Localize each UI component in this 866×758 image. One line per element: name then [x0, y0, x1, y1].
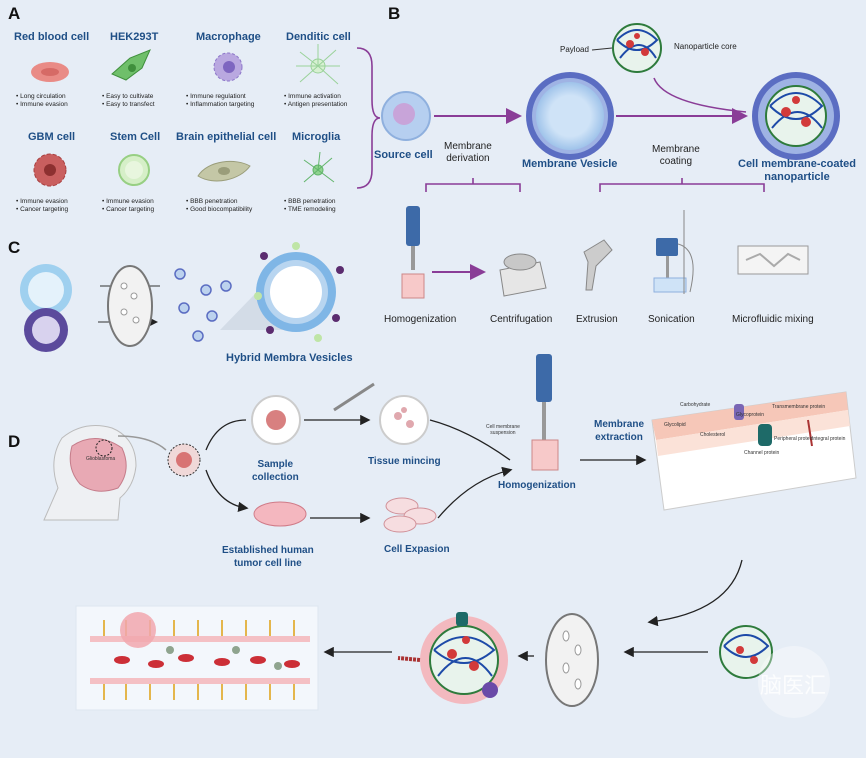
cell-points-dendritic: Immune activationAntigen presentation	[284, 93, 348, 109]
panel-label-a: A	[8, 4, 21, 23]
extruder-icon	[583, 239, 613, 291]
label-peripheral: Peripheral protein	[774, 436, 814, 442]
gbm-cell-icon	[33, 153, 67, 187]
label-glycoprotein: Glycoprotein	[736, 412, 765, 418]
microfluidic-icon	[737, 245, 809, 275]
panel-label-d: D	[8, 432, 21, 451]
cell-title-stem: Stem Cell	[110, 131, 161, 143]
hybrid-vesicles-label: Hybrid Membra Vesicles	[226, 352, 353, 364]
membrane-vesicle-label: Membrane Vesicle	[522, 158, 618, 170]
cell-title-rbc: Red blood cell	[14, 31, 90, 43]
coated-np-d-icon	[719, 625, 773, 679]
cell-points-gbm: Immune evasionCancer targeting	[16, 198, 68, 214]
centrifuge-icon	[499, 253, 547, 297]
sample-dish-icon	[251, 395, 301, 445]
cell-points-brain-epithelial: BBB penetrationGood biocompatibility	[186, 198, 252, 214]
cell-title-brain-epithelial: Brain epithelial cell	[176, 131, 277, 143]
cell-points-macrophage: Immune regulationtInflammation targeting	[186, 93, 254, 109]
cell-points-rbc: Long circulationImmune evasion	[16, 93, 68, 109]
bbb-vessel-icon	[75, 605, 319, 711]
membrane-patch-icon	[651, 391, 857, 511]
final-nanoparticle-icon	[397, 612, 508, 704]
sonicator-icon	[653, 210, 694, 294]
extruder-d-icon	[545, 613, 599, 707]
method-microfluidic: Microfluidic mixing	[732, 314, 814, 325]
panel-label-c: C	[8, 238, 21, 257]
label-glycolipid: Glycolipid	[664, 422, 686, 428]
cell-points-stem: Immune evasionCancer targeting	[102, 198, 154, 214]
label-transmembrane: Transmembrane protein	[772, 404, 826, 410]
coated-nanoparticle-icon	[752, 72, 840, 160]
stem-cell-icon	[118, 154, 150, 186]
glioblastoma-label: Glioblastoma	[86, 456, 116, 462]
cell-points-hek293t: Easy to cultivateEasy to transfect	[102, 93, 154, 109]
cell-expasion-label: Cell Expasion	[384, 544, 450, 555]
payload-label: Payload	[560, 45, 589, 54]
cell-title-macrophage: Macrophage	[196, 31, 261, 43]
cell-points-microglia: BBB penetrationTME remodeling	[284, 198, 336, 214]
hybrid-vesicle-icon	[220, 242, 344, 342]
head-icon	[43, 425, 137, 521]
nanoparticle-core-label: Nanoparticle core	[674, 42, 737, 51]
nanoparticle-core-icon	[612, 23, 662, 73]
method-extrusion: Extrusion	[576, 314, 618, 325]
cell-title-hek293t: HEK293T	[110, 31, 159, 43]
vesicle-blue-icon	[20, 264, 72, 316]
homogenizer-icon	[401, 206, 425, 299]
method-homogenization: Homogenization	[384, 314, 457, 325]
cell-title-dendritic: Denditic cell	[286, 31, 351, 43]
dendritic-cell-icon	[296, 44, 340, 85]
panel-label-b: B	[388, 4, 401, 23]
macrophage-icon	[213, 52, 243, 82]
expanded-cells-icon	[383, 497, 437, 533]
vesicle-purple-icon	[24, 308, 68, 352]
hek293t-icon	[111, 49, 151, 81]
watermark-logo: 脑医汇	[760, 674, 827, 699]
tissue-mincing-label: Tissue mincing	[368, 456, 441, 467]
label-channel-protein: Channel protein	[744, 450, 780, 456]
tumor-cell-dish-icon	[253, 501, 307, 527]
cell-title-gbm: GBM cell	[28, 131, 76, 143]
method-sonication: Sonication	[648, 314, 695, 325]
microglia-icon	[303, 151, 335, 183]
tumor-zoom-icon	[167, 443, 201, 477]
homogenization-d-label: Homogenization	[498, 480, 576, 491]
small-vesicles-icon	[174, 268, 232, 342]
membrane-vesicle-icon	[526, 72, 614, 160]
brain-epithelial-icon	[197, 160, 251, 182]
source-cell-label: Source cell	[374, 149, 433, 161]
homogenizer-d-icon	[531, 354, 559, 471]
rbc-icon	[31, 62, 69, 82]
label-cholesterol: Cholesterol	[700, 432, 726, 438]
minced-tissue-icon	[379, 395, 429, 445]
cell-title-microglia: Microglia	[292, 131, 341, 143]
source-cell-icon	[381, 91, 431, 141]
label-carbohydrate: Carbohydrate	[680, 402, 711, 408]
label-integral: Integral protein	[812, 436, 846, 442]
extrusion-membrane-icon	[107, 265, 153, 347]
method-centrifugation: Centrifugation	[490, 314, 553, 325]
